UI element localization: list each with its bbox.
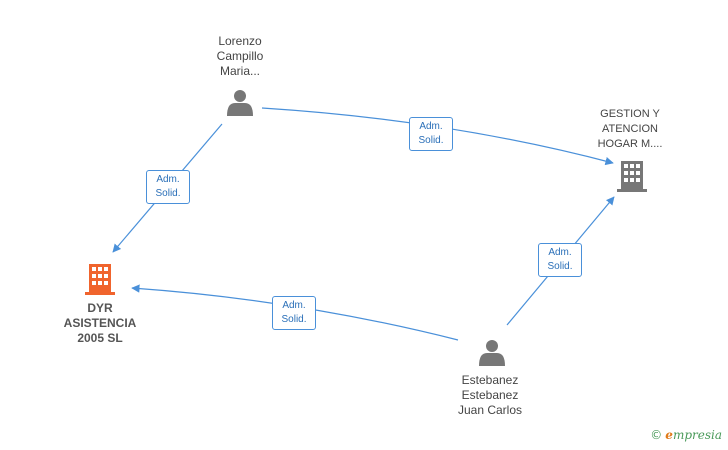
node-label-line: GESTION Y [600, 108, 660, 120]
edge-label-lorenzo-dyr: Adm. Solid. [146, 170, 190, 204]
node-label-line: ASISTENCIA [63, 316, 137, 330]
node-label-dyr[interactable]: DYR ASISTENCIA 2005 SL [50, 301, 150, 346]
node-label-lorenzo[interactable]: Lorenzo Campillo Maria... [190, 34, 290, 79]
edge-label-line: Solid. [547, 261, 573, 272]
building-icon[interactable] [617, 161, 647, 192]
brand-logo: ©empresia [650, 428, 722, 442]
edge-label-estebanez-gestion: Adm. Solid. [538, 243, 582, 277]
copyright-symbol: © [650, 428, 663, 442]
node-label-gestion[interactable]: GESTION Y ATENCION HOGAR M.... [580, 107, 680, 152]
edge-label-line: Solid. [281, 314, 307, 325]
node-label-line: 2005 SL [77, 331, 123, 345]
node-label-line: Maria... [219, 64, 260, 78]
node-label-line: Estebanez [461, 373, 519, 387]
node-label-line: HOGAR M.... [597, 138, 663, 150]
brand-logo-text: mpresia [672, 428, 722, 442]
edge-label-estebanez-dyr: Adm. Solid. [272, 296, 316, 330]
brand-logo-initial: e [665, 428, 673, 442]
edge-label-line: Solid. [155, 188, 181, 199]
edge-label-line: Solid. [418, 135, 444, 146]
edge-label-line: Adm. [156, 174, 180, 185]
edge-label-line: Adm. [419, 121, 443, 132]
edge-label-line: Adm. [548, 247, 572, 258]
person-icon[interactable] [227, 90, 253, 116]
building-icon-focus[interactable] [85, 264, 115, 295]
edge-label-lorenzo-gestion: Adm. Solid. [409, 117, 453, 151]
node-label-line: Campillo [216, 49, 264, 63]
node-label-line: Estebanez [461, 388, 519, 402]
node-label-line: Juan Carlos [457, 403, 523, 417]
edge-label-line: Adm. [282, 300, 306, 311]
node-label-line: DYR [87, 301, 113, 315]
node-label-estebanez[interactable]: Estebanez Estebanez Juan Carlos [440, 373, 540, 418]
node-label-line: Lorenzo [218, 34, 262, 48]
person-icon[interactable] [479, 340, 505, 366]
node-label-line: ATENCION [601, 123, 659, 135]
